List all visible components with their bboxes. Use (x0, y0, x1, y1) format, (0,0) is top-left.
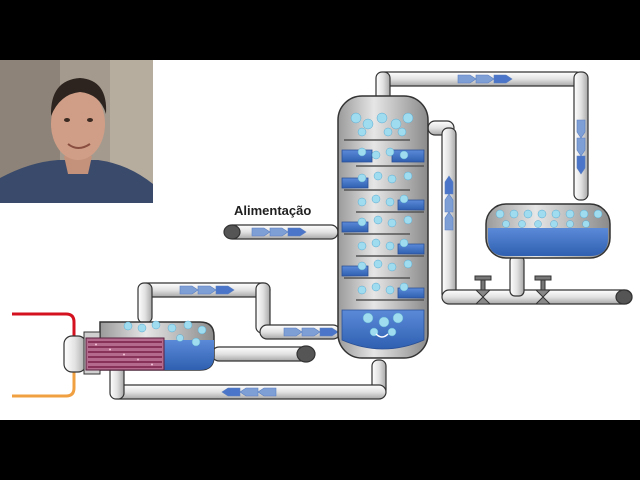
distillation-column (337, 95, 429, 359)
column-trays (344, 139, 424, 301)
webcam-overlay (0, 60, 153, 203)
coil-dots (95, 343, 153, 366)
heating-coil (88, 341, 162, 368)
letterbox-bottom (0, 420, 640, 480)
reflux-drum (485, 203, 611, 259)
feed-label: Alimentação (234, 203, 312, 218)
drum-vapor-bubbles (495, 209, 603, 228)
flow-arrows (179, 74, 586, 397)
column-vapor-bubbles (350, 112, 414, 337)
reflux-valves (474, 275, 552, 305)
reboiler-vapor-bubbles (123, 320, 207, 347)
letterbox-top (0, 0, 640, 60)
reboiler (12, 312, 215, 398)
presenter-video (0, 60, 153, 203)
